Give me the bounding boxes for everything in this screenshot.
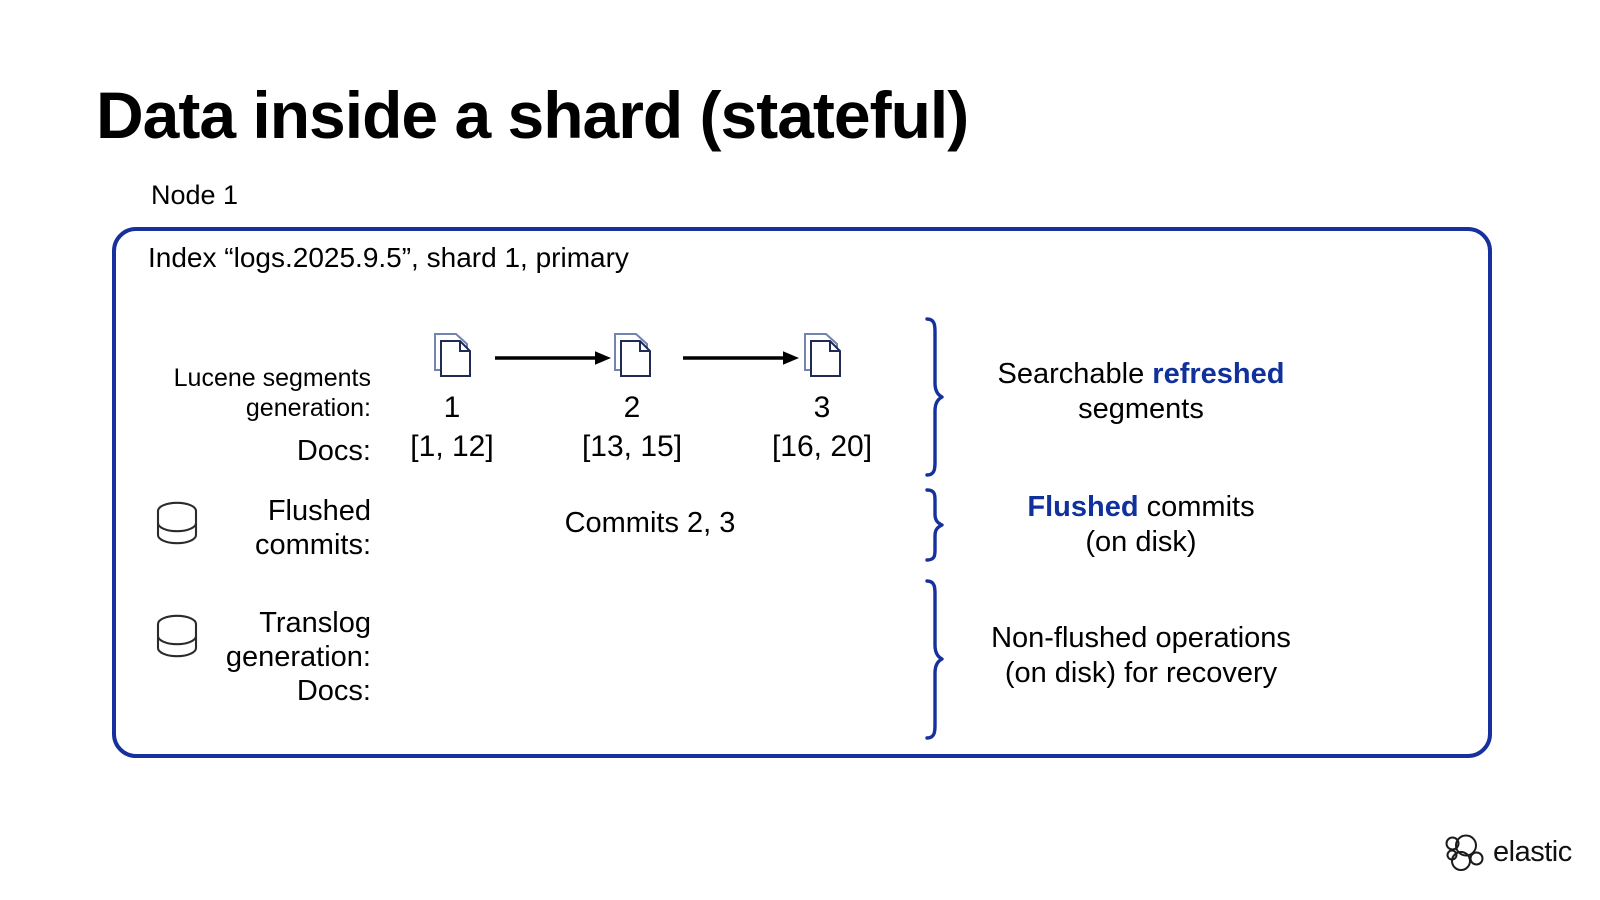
segment-docs-range: [1, 12] (410, 430, 494, 463)
annotation-keyword: Flushed (1027, 491, 1139, 523)
document-stack-icon (804, 333, 841, 377)
page-title: Data inside a shard (stateful) (96, 78, 969, 152)
segment-generation: 1 (443, 391, 461, 424)
annotation-non-flushed-operations: Non-flushed operations (on disk) for rec… (965, 621, 1317, 692)
elastic-wordmark: elastic (1493, 835, 1572, 868)
shard-container (112, 227, 1492, 758)
curly-brace-icon (918, 487, 944, 563)
arrow-right-icon (683, 351, 799, 365)
disk-icon (156, 501, 198, 545)
lucene-segments-label-line1: Lucene segments (173, 364, 371, 392)
annotation-flushed-commits: Flushed commits (on disk) (975, 490, 1307, 561)
segments-docs-label: Docs: (296, 435, 371, 467)
annotation-text-prefix: Non-flushed operations (991, 622, 1291, 654)
document-stack-icon (614, 333, 651, 377)
disk-icon (156, 614, 198, 658)
flushed-commits-label-line1: Flushed (267, 495, 371, 527)
document-stack-icon (434, 333, 471, 377)
annotation-text-line2: (on disk) (1085, 526, 1197, 559)
translog-label-line2: generation: (225, 641, 371, 674)
arrow-right-icon (495, 351, 611, 365)
elastic-logo: elastic (1444, 826, 1578, 878)
annotation-text-suffix: commits (1138, 491, 1255, 523)
elastic-cluster-logo (1445, 834, 1484, 871)
segment-docs-range: [13, 15] (581, 430, 683, 463)
lucene-segments-label-line2: generation: (245, 393, 371, 422)
shard-title: Index “logs.2025.9.5”, shard 1, primary (148, 242, 629, 273)
annotation-refreshed-segments: Searchable refreshed segments (975, 357, 1307, 428)
annotation-text-line2: (on disk) for recovery (1004, 657, 1278, 690)
annotation-text-line2: segments (1078, 393, 1204, 426)
node-label: Node 1 (151, 180, 239, 210)
translog-label: Translog generation: Docs: (0, 606, 371, 709)
flushed-commits-value: Commits 2, 3 (564, 507, 736, 539)
flushed-commits-label-line2: commits: (255, 529, 371, 562)
flushed-commits-label: Flushed commits: (0, 494, 371, 562)
curly-brace-icon (918, 316, 944, 478)
segment-generation: 3 (813, 391, 831, 424)
segment-docs-range: [16, 20] (771, 430, 873, 463)
segment-column: 1 [1, 12] (392, 330, 512, 462)
translog-docs-label: Docs: (296, 675, 371, 708)
annotation-text-prefix: Searchable (997, 358, 1153, 390)
annotation-keyword: refreshed (1152, 358, 1285, 390)
lucene-segments-label: Lucene segments generation: (0, 364, 371, 423)
segment-column: 2 [13, 15] (572, 330, 692, 462)
segment-column: 3 [16, 20] (762, 330, 882, 462)
segment-generation: 2 (623, 391, 641, 424)
curly-brace-icon (918, 578, 944, 741)
translog-label-line1: Translog (259, 607, 371, 639)
